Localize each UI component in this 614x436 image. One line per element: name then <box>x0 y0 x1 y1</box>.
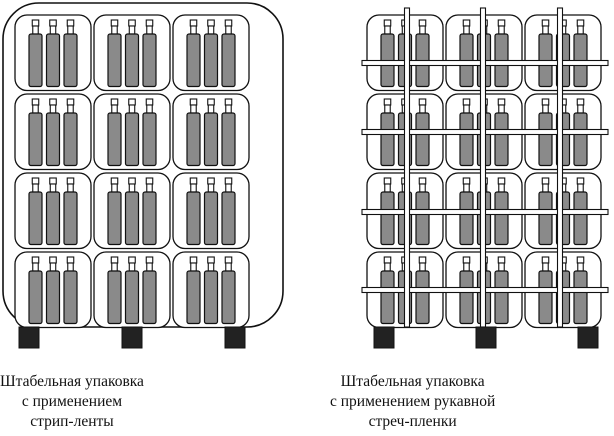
bottle-icon <box>28 256 43 325</box>
bottle-pack <box>172 93 250 171</box>
bottle-pack <box>172 14 250 92</box>
bottle-icon <box>573 177 588 246</box>
bottle-icon <box>459 177 474 246</box>
bottle-pack <box>93 172 171 250</box>
bottle-icon <box>107 98 122 167</box>
bottle-icon <box>107 256 122 325</box>
bottle-icon <box>221 98 236 167</box>
bottle-icon <box>380 256 395 325</box>
bottle-icon <box>63 19 78 88</box>
pallet-block-icon <box>475 326 497 349</box>
pallet-block-icon <box>224 326 246 349</box>
bottle-pack <box>93 14 171 92</box>
strip-tape-band <box>479 7 487 328</box>
bottle-icon <box>28 19 43 88</box>
bottle-icon <box>186 98 201 167</box>
bottle-icon <box>415 98 430 167</box>
pallet-block-icon <box>577 326 599 349</box>
bottle-icon <box>186 177 201 246</box>
bottle-icon <box>203 177 219 246</box>
bottle-icon <box>494 177 509 246</box>
bottle-icon <box>124 19 140 88</box>
strip-tape-pallet <box>361 7 609 349</box>
bottle-icon <box>142 98 157 167</box>
bottle-icon <box>221 19 236 88</box>
bottle-icon <box>459 256 474 325</box>
caption-stretch-sleeve: Штабельная упаковка с применением рукавн… <box>330 372 495 432</box>
bottle-icon <box>203 256 219 325</box>
bottle-pack <box>14 14 92 92</box>
bottle-icon <box>186 19 201 88</box>
bottle-icon <box>494 256 509 325</box>
bottle-icon <box>124 256 140 325</box>
bottle-icon <box>45 177 61 246</box>
bottle-icon <box>203 98 219 167</box>
bottle-icon <box>45 256 61 325</box>
bottle-icon <box>107 19 122 88</box>
pallet <box>18 326 246 349</box>
bottle-icon <box>63 177 78 246</box>
bottle-icon <box>124 98 140 167</box>
pallet <box>373 326 599 349</box>
bottle-icon <box>45 19 61 88</box>
caption-left-line-2: с применением рукавной <box>330 393 496 410</box>
bottle-icon <box>459 98 474 167</box>
bottle-icon <box>28 98 43 167</box>
bottle-icon <box>63 256 78 325</box>
caption-right-line-3: стрип-ленты <box>30 413 114 430</box>
strip-tape-band <box>403 7 411 328</box>
bottle-pack <box>14 172 92 250</box>
caption-right-line-2: с применением <box>21 393 123 410</box>
caption-strip-tape: Штабельная упаковка с применением стрип-… <box>0 372 144 432</box>
strip-tape-bands <box>361 7 609 328</box>
caption-left-line-3: стреч-пленки <box>368 413 457 430</box>
bottle-icon <box>573 98 588 167</box>
bottle-icon <box>142 19 157 88</box>
bottle-icon <box>380 98 395 167</box>
bottle-icon <box>45 98 61 167</box>
pallet-block-icon <box>121 326 143 349</box>
bottle-icon <box>221 177 236 246</box>
bottle-icon <box>124 177 140 246</box>
bottle-icon <box>221 256 236 325</box>
pallet-block-icon <box>373 326 395 349</box>
bottle-icon <box>538 177 553 246</box>
bottle-pack <box>172 172 250 250</box>
bottle-pack <box>93 93 171 171</box>
bottle-icon <box>573 256 588 325</box>
bottle-pack <box>93 251 171 329</box>
bottle-icon <box>142 256 157 325</box>
bottle-pack <box>14 93 92 171</box>
bottle-icon <box>538 98 553 167</box>
bottle-icon <box>538 256 553 325</box>
bottle-icon <box>63 98 78 167</box>
caption-right-line-1: Штабельная упаковка <box>0 373 144 390</box>
bottle-icon <box>415 177 430 246</box>
stretch-sleeve-pallet <box>2 2 284 349</box>
bottle-icon <box>28 177 43 246</box>
pallet-block-icon <box>18 326 40 349</box>
bottle-pack <box>172 251 250 329</box>
bottle-icon <box>142 177 157 246</box>
bottle-icon <box>203 19 219 88</box>
bottle-icon <box>415 256 430 325</box>
bottle-icon <box>107 177 122 246</box>
bottle-icon <box>494 98 509 167</box>
bottle-pack <box>14 251 92 329</box>
caption-left-line-1: Штабельная упаковка <box>340 373 485 390</box>
strip-tape-band <box>556 7 564 328</box>
bottle-icon <box>186 256 201 325</box>
bottle-icon <box>380 177 395 246</box>
